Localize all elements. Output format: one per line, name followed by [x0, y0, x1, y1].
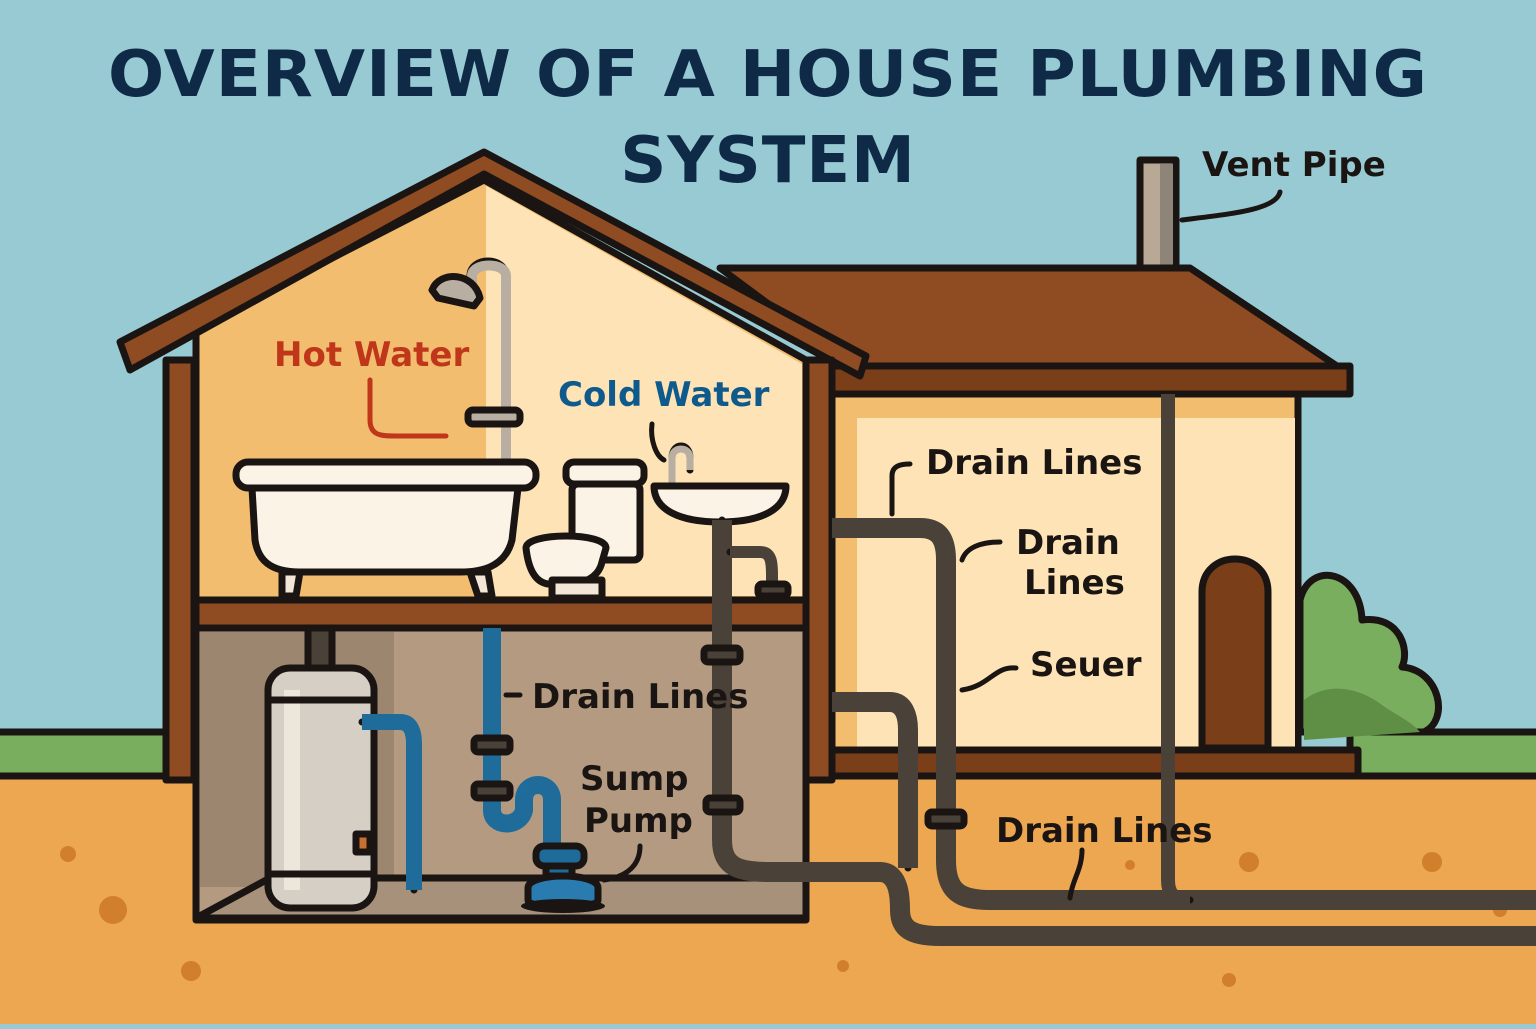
- label-drain-lines-mid-1: Drain: [1016, 523, 1120, 563]
- water-heater: [264, 624, 378, 912]
- bathtub: [232, 458, 540, 600]
- label-drain-lines-upper: Drain Lines: [926, 443, 1142, 483]
- toilet: [522, 458, 648, 602]
- leader-vent-pipe: [1179, 189, 1283, 223]
- sink: [650, 442, 790, 526]
- leader-sewer: [959, 665, 1019, 693]
- label-drain-lines-mid-2: Lines: [1024, 563, 1125, 603]
- leader-cold-water: [649, 421, 667, 463]
- shower: [428, 257, 524, 464]
- drain-pipes: [700, 390, 1536, 946]
- leader-drain-ground: [1067, 847, 1085, 901]
- label-cold-water: Cold Water: [558, 375, 770, 415]
- leader-sump-pump: [601, 843, 643, 883]
- door: [1198, 555, 1272, 752]
- title-line-2: SYSTEM: [620, 124, 916, 198]
- label-sump-pump-1: Sump: [580, 759, 688, 799]
- title-line-1: OVERVIEW OF A HOUSE PLUMBING: [108, 38, 1428, 112]
- leader-drain-mid: [959, 539, 1003, 563]
- bush-shade: [1304, 688, 1420, 740]
- label-sewer: Seuer: [1030, 645, 1142, 685]
- main-roof: [116, 148, 870, 380]
- label-vent-pipe: Vent Pipe: [1202, 145, 1386, 185]
- label-sump-pump-2: Pump: [584, 801, 693, 841]
- label-drain-lines-ground: Drain Lines: [996, 811, 1212, 851]
- leader-drain-upper: [889, 461, 913, 517]
- sump-pump: [521, 842, 605, 913]
- label-drain-lines-basement: Drain Lines: [532, 677, 748, 717]
- grass-right: [1346, 728, 1536, 780]
- label-hot-water: Hot Water: [274, 335, 469, 375]
- leader-hot-water: [367, 377, 449, 439]
- grass-left: [0, 728, 172, 780]
